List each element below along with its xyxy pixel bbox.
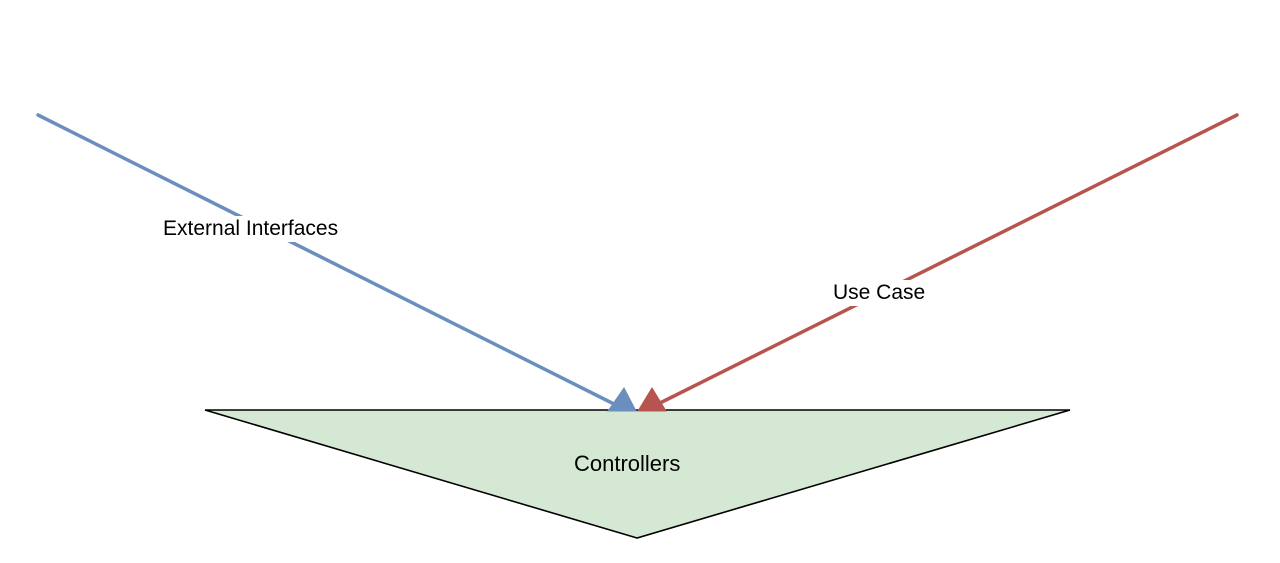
external-interfaces-edge[interactable] [36, 113, 614, 405]
use-case-arrowhead [637, 387, 667, 412]
external-interfaces-label: External Interfaces [160, 216, 342, 242]
controllers-triangle[interactable] [204, 409, 1071, 539]
use-case-edge[interactable] [658, 113, 1239, 405]
external-interfaces-arrowhead [607, 387, 637, 412]
controllers-label: Controllers [574, 451, 681, 476]
use-case-label: Use Case [830, 280, 929, 306]
